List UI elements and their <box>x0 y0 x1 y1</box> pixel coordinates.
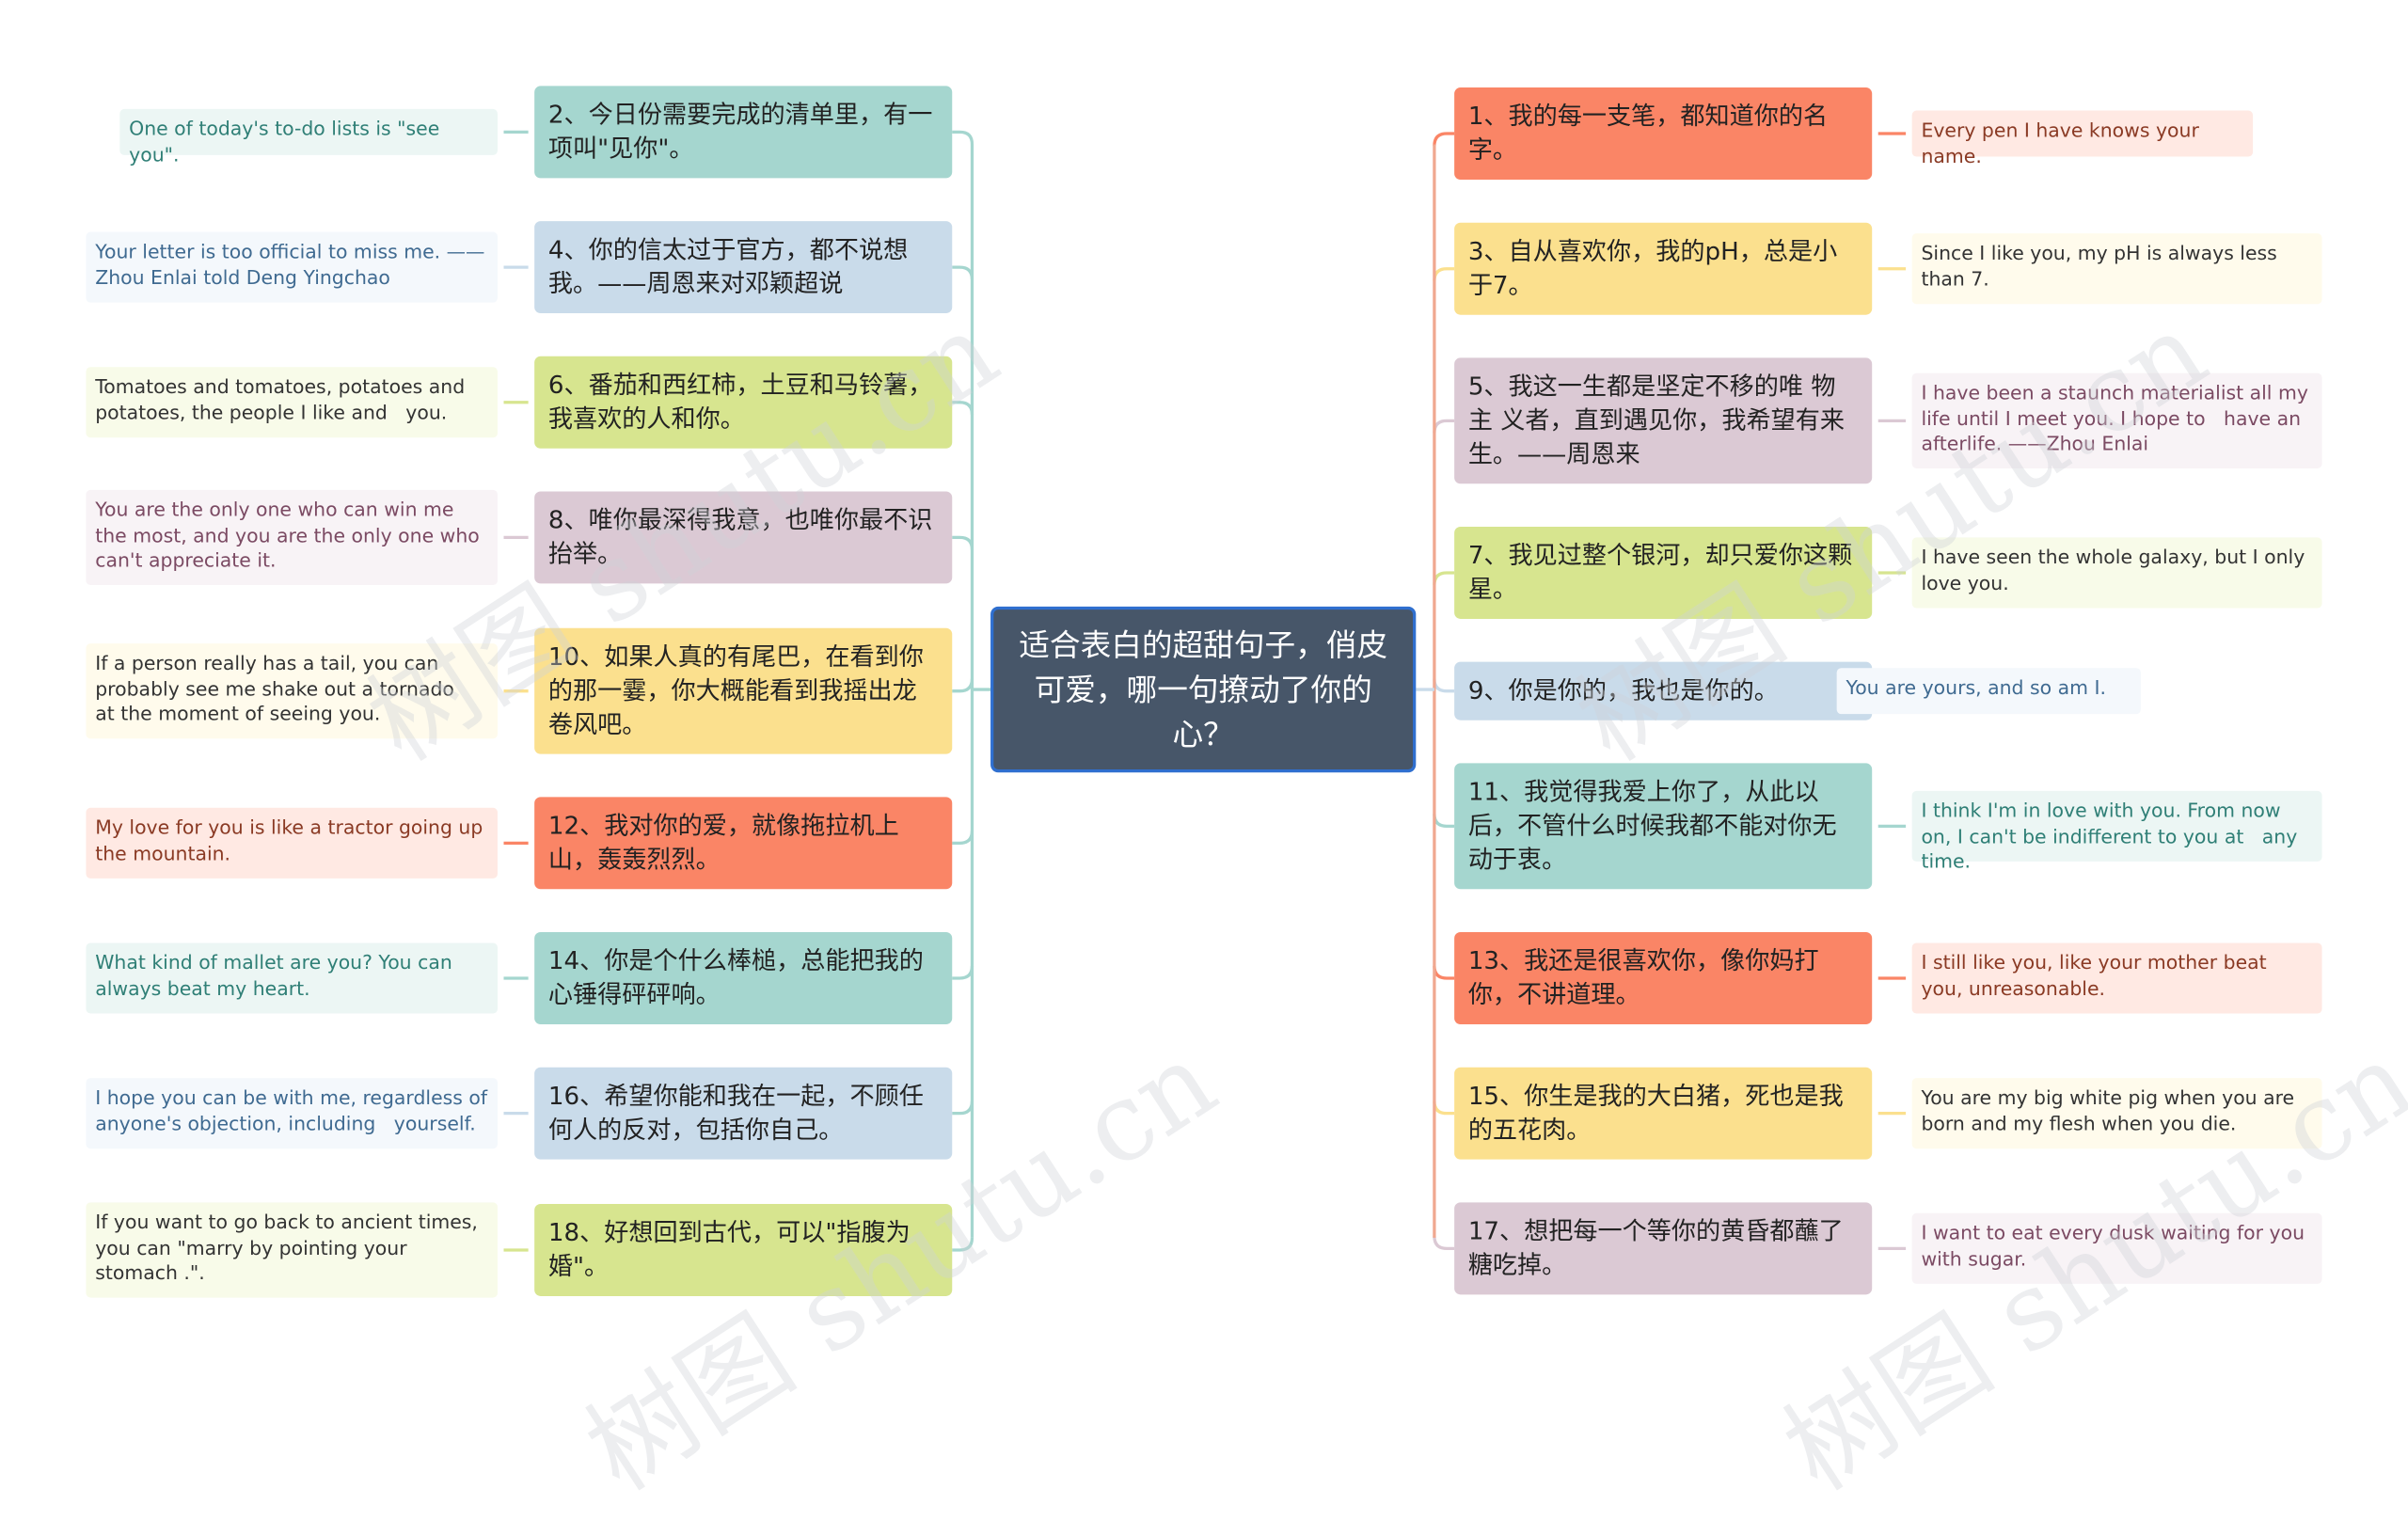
topic-node[interactable]: 1、我的每一支笔，都知道你的名字。 <box>1454 87 1873 181</box>
branch-connector <box>952 965 974 980</box>
branch-connector <box>1433 419 1455 434</box>
topic-node[interactable]: 15、你生是我的大白猪，死也是我的五花肉。 <box>1454 1067 1873 1160</box>
branch-connector <box>952 401 974 415</box>
topic-node[interactable]: 6、番茄和西红柿，土豆和马铃薯，我喜欢的人和你。 <box>534 356 953 449</box>
topic-node[interactable]: 8、唯你最深得我意，也唯你最不识抬举。 <box>534 491 953 584</box>
topic-node[interactable]: 18、好想回到古代，可以"指腹为婚"。 <box>534 1203 953 1296</box>
subtopic-node[interactable]: If you want to go back to ancient times,… <box>86 1202 498 1298</box>
branch-connector <box>1433 814 1455 828</box>
topic-node[interactable]: 9、你是你的，我也是你的。 <box>1454 661 1873 720</box>
branch-connector <box>952 1237 974 1252</box>
branch-connector <box>1433 571 1455 586</box>
branch-connector <box>1433 965 1455 980</box>
subtopic-node[interactable]: One of today's to-do lists is "see you". <box>119 108 498 166</box>
topic-node[interactable]: 17、想把每一个等你的黄昏都蘸了糖吃掉。 <box>1454 1202 1873 1295</box>
subtopic-node[interactable]: Tomatoes and tomatoes, potatoes and pota… <box>86 367 498 438</box>
subtopic-node[interactable]: I hope you can be with me, regardless of… <box>86 1078 498 1149</box>
subtopic-node[interactable]: My love for you is like a tractor going … <box>86 807 498 879</box>
subtopic-node[interactable]: I have been a staunch materialist all my… <box>1911 372 2322 468</box>
subtopic-node[interactable]: I think I'm in love with you. From now o… <box>1911 790 2322 872</box>
branch-connector <box>952 1100 974 1116</box>
root-topic[interactable]: 适合表白的超甜句子，俏皮可爱，哪一句撩动了你的心？ <box>990 606 1417 773</box>
topic-node[interactable]: 3、自从喜欢你，我的pH，总是小于7。 <box>1454 222 1873 315</box>
subtopic-node[interactable]: You are yours, and so am I. <box>1836 668 2141 715</box>
topic-node[interactable]: 16、希望你能和我在一起，不顾任何人的反对，包括你自己。 <box>534 1067 953 1160</box>
topic-node[interactable]: 12、我对你的爱，就像拖拉机上山，轰轰烈烈。 <box>534 797 953 890</box>
branch-connector <box>1433 132 1455 147</box>
branch-connector <box>1433 267 1455 281</box>
subtopic-node[interactable]: Since I like you, my pH is always less t… <box>1911 233 2322 305</box>
topic-node[interactable]: 4、你的信太过于官方，都不说想我。——周恩来对邓颖超说 <box>534 221 953 314</box>
branch-connector <box>952 678 974 693</box>
branch-connector <box>952 265 974 280</box>
topic-node[interactable]: 13、我还是很喜欢你，像你妈打你，不讲道理。 <box>1454 932 1873 1024</box>
topic-node[interactable]: 2、今日份需要完成的清单里，有一项叫"见你"。 <box>534 86 953 179</box>
topic-node[interactable]: 10、如果人真的有尾巴，在看到你的那一霎，你大概能看到我摇出龙卷风吧。 <box>534 627 953 754</box>
topic-node[interactable]: 5、我这一生都是坚定不移的唯 物主 义者，直到遇见你，我希望有来生。——周恩来 <box>1454 357 1873 484</box>
subtopic-node[interactable]: Every pen I have knows your name. <box>1911 110 2254 166</box>
branch-connector <box>952 535 974 550</box>
mindmap-canvas: 适合表白的超甜句子，俏皮可爱，哪一句撩动了你的心？ 2、今日份需要完成的清单里，… <box>86 86 2408 1514</box>
subtopic-node[interactable]: What kind of mallet are you? You can alw… <box>86 942 498 1014</box>
topic-node[interactable]: 14、你是个什么棒槌，总能把我的心锤得砰砰响。 <box>534 932 953 1024</box>
branch-connector <box>952 130 974 145</box>
subtopic-node[interactable]: I still like you, like your mother beat … <box>1911 942 2322 1014</box>
subtopic-node[interactable]: You are the only one who can win me the … <box>86 489 498 586</box>
subtopic-node[interactable]: I want to eat every dusk waiting for you… <box>1911 1212 2322 1284</box>
topic-node[interactable]: 7、我见过整个银河，却只爱你这颗星。 <box>1454 526 1873 619</box>
subtopic-node[interactable]: I have seen the whole galaxy, but I only… <box>1911 537 2322 609</box>
subtopic-node[interactable]: Your letter is too official to miss me. … <box>86 231 498 303</box>
branch-connector <box>1433 678 1455 693</box>
subtopic-node[interactable]: If a person really has a tail, you can p… <box>86 643 498 739</box>
branch-connector <box>1433 1236 1455 1250</box>
topic-node[interactable]: 11、我觉得我爱上你了，从此以后，不管什么时候我都不能对你无动于衷。 <box>1454 763 1873 890</box>
connector-lines <box>503 130 1907 1252</box>
subtopic-node[interactable]: You are my big white pig when you are bo… <box>1911 1078 2322 1149</box>
branch-connector <box>1433 1100 1455 1116</box>
branch-connector <box>952 831 974 845</box>
